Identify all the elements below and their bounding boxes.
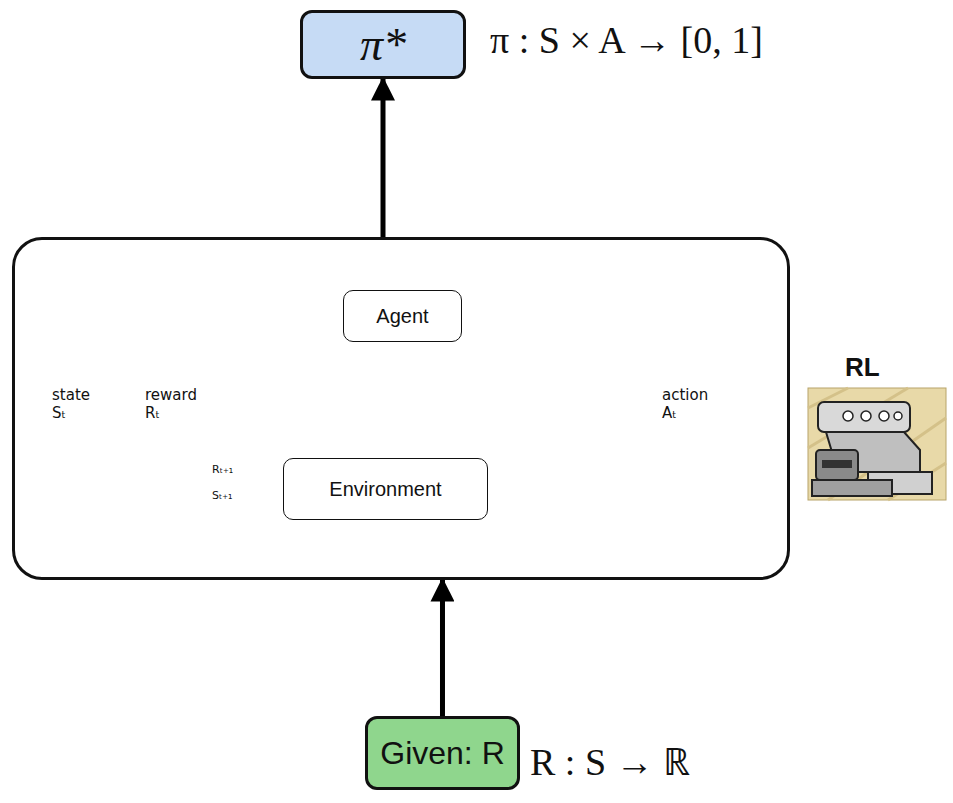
environment-box: Environment bbox=[283, 458, 488, 520]
node-label: Environment bbox=[329, 478, 441, 501]
reward-box: Given: R bbox=[365, 716, 519, 790]
edge-label: state Sₜ bbox=[50, 385, 92, 423]
connector-arrow bbox=[381, 79, 386, 237]
node-label: RL bbox=[845, 352, 880, 383]
edge-label: reward Rₜ bbox=[143, 385, 199, 423]
robot-picture bbox=[808, 388, 946, 500]
policy-box: π* bbox=[300, 10, 466, 79]
reward-signature: R : S → ℝ bbox=[530, 734, 690, 786]
policy-signature: π : S × A → [0, 1] bbox=[490, 18, 763, 62]
signal-name: Sₜ₊₁ bbox=[212, 489, 232, 502]
node-label: Agent bbox=[376, 305, 428, 328]
agent-box: Agent bbox=[343, 290, 462, 342]
connector-arrow bbox=[440, 580, 445, 716]
edge-label: action Aₜ bbox=[660, 385, 710, 423]
signal-name: Rₜ₊₁ bbox=[212, 463, 233, 476]
node-label: Given: R bbox=[380, 735, 504, 772]
node-label: π* bbox=[360, 18, 406, 71]
